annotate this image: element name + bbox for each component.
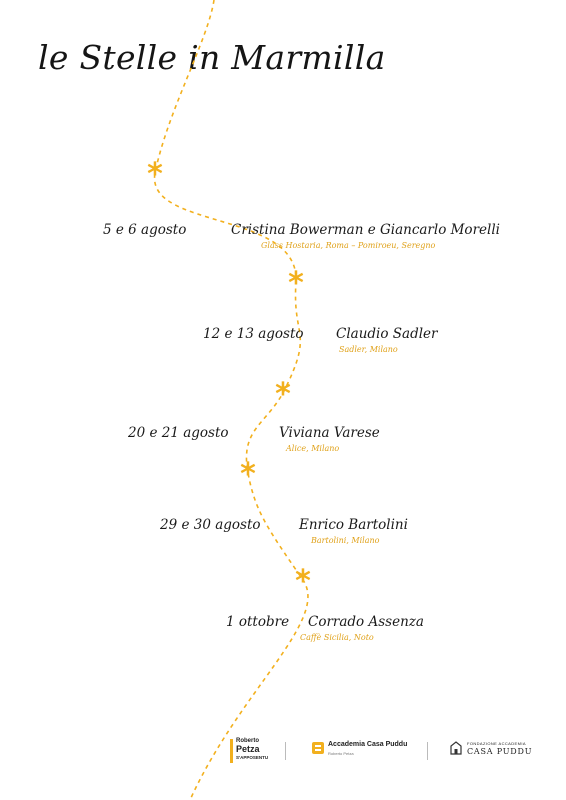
event-venue: Alice, Milano [286, 444, 340, 453]
logo-divider [285, 742, 286, 760]
event-venue: Sadler, Milano [339, 345, 398, 354]
event-chef: Enrico Bartolini [299, 517, 408, 533]
event-date: 29 e 30 agosto [160, 517, 261, 533]
event-chef: Claudio Sadler [336, 326, 438, 342]
star-icon: * [147, 157, 163, 192]
accademia-mark-icon [312, 742, 324, 754]
event-date: 12 e 13 agosto [203, 326, 304, 342]
event-chef: Corrado Assenza [308, 614, 424, 630]
event-venue: Bartolini, Milano [311, 536, 380, 545]
star-icon: * [240, 457, 256, 492]
event-date: 1 ottobre [226, 614, 290, 630]
event-venue: Glass Hostaria, Roma – Pomiroeu, Seregno [261, 241, 436, 250]
event-chef: Cristina Bowerman e Giancarlo Morelli [231, 222, 500, 238]
event-venue: Caffè Sicilia, Noto [300, 633, 374, 642]
logo-divider [427, 742, 428, 760]
star-icon: * [275, 377, 291, 412]
star-icon: * [295, 564, 311, 599]
fondazione-logo: FONDAZIONE ACCADEMIA CASA PUDDU [450, 740, 531, 762]
accademia-puddu-logo: Accademia Casa Puddu Roberto Petza [312, 740, 412, 762]
star-icon: * [288, 266, 304, 301]
page-title: le Stelle in Marmilla [38, 38, 386, 77]
event-date: 5 e 6 agosto [103, 222, 187, 238]
event-chef: Viviana Varese [279, 425, 380, 441]
petza-logo: Roberto Petza S'APPOSENTU [230, 738, 270, 766]
event-date: 20 e 21 agosto [128, 425, 229, 441]
building-icon [450, 741, 462, 755]
